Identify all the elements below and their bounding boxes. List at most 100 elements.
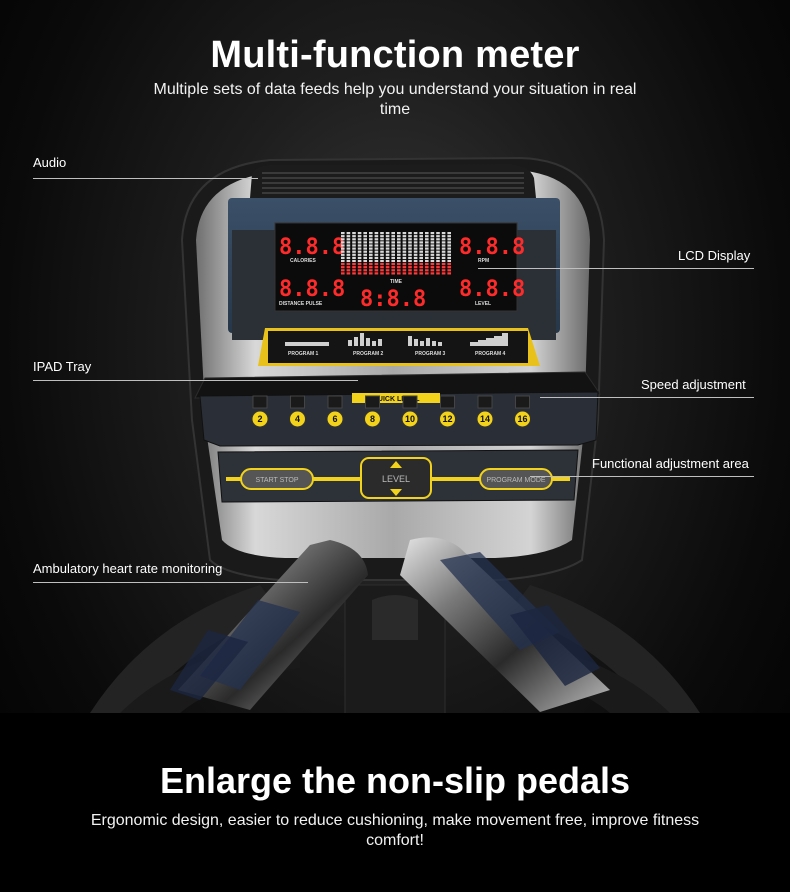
- matrix-dot: [402, 256, 407, 259]
- matrix-dot: [441, 232, 446, 235]
- matrix-dot: [346, 241, 351, 244]
- matrix-dot: [391, 250, 395, 253]
- start-stop-button[interactable]: START STOP: [240, 468, 314, 490]
- callout-lcd-display: LCD Display: [678, 248, 751, 263]
- matrix-dot: [425, 259, 429, 263]
- program-mode-label: PROGRAM MODE: [486, 477, 545, 484]
- matrix-dot: [419, 269, 423, 272]
- callout-heart-line: [33, 582, 308, 583]
- matrix-dot: [374, 263, 379, 266]
- callout-audio-line: [33, 178, 258, 179]
- matrix-dot: [419, 247, 423, 250]
- rpm-readout: 8.8.8: [459, 235, 525, 260]
- matrix-dot: [425, 272, 429, 275]
- quick-level-number: 6: [332, 414, 337, 424]
- matrix-dot: [425, 247, 429, 250]
- speaker-grille: [262, 172, 524, 194]
- level-readout: 8.8.8: [459, 277, 525, 302]
- matrix-dot: [413, 259, 418, 263]
- quick-level-button-10[interactable]: 10: [401, 395, 419, 428]
- distance-readout: 8.8.8: [279, 277, 345, 302]
- matrix-dot: [413, 232, 418, 235]
- matrix-dot: [397, 235, 401, 238]
- matrix-dot: [430, 232, 435, 235]
- matrix-dot: [369, 269, 373, 272]
- matrix-dot: [380, 256, 384, 259]
- quick-level-number: 8: [370, 414, 375, 424]
- quick-level-button-16[interactable]: 16: [514, 395, 531, 428]
- matrix-dot: [352, 256, 356, 259]
- matrix-dot: [341, 259, 345, 263]
- matrix-dot: [413, 235, 418, 238]
- quick-level-number: 10: [405, 414, 415, 424]
- matrix-dot: [419, 259, 423, 263]
- console-illustration: 8.8.8 CALORIES 8.8.8 RPM 8.8.8 DISTANCE …: [90, 156, 700, 713]
- matrix-dot: [380, 244, 384, 247]
- quick-level-button-8[interactable]: 8: [364, 395, 381, 428]
- matrix-dot: [413, 256, 418, 259]
- matrix-dot: [357, 250, 362, 253]
- matrix-dot: [397, 256, 401, 259]
- matrix-dot: [419, 263, 423, 266]
- matrix-dot: [380, 238, 384, 241]
- matrix-dot: [397, 238, 401, 241]
- quick-level-button-4[interactable]: 4: [289, 395, 306, 428]
- matrix-dot: [413, 241, 418, 244]
- matrix-dot: [363, 259, 367, 263]
- matrix-dot: [357, 259, 362, 263]
- time-label: TIME: [390, 279, 403, 285]
- matrix-dot: [363, 256, 367, 259]
- matrix-dot: [413, 266, 418, 269]
- matrix-dot: [436, 266, 440, 269]
- matrix-dot: [391, 247, 395, 250]
- matrix-dot: [341, 272, 345, 275]
- matrix-dot: [357, 253, 362, 256]
- matrix-dot: [413, 244, 418, 247]
- quick-level-button-6[interactable]: 6: [326, 395, 344, 428]
- matrix-dot: [341, 232, 345, 235]
- matrix-dot: [385, 256, 390, 259]
- matrix-dot: [341, 266, 345, 269]
- matrix-dot: [369, 250, 373, 253]
- matrix-dot: [408, 247, 412, 250]
- time-readout: 8:8.8: [360, 287, 426, 312]
- matrix-dot: [357, 263, 362, 266]
- matrix-dot: [436, 263, 440, 266]
- matrix-dot: [380, 259, 384, 263]
- matrix-dot: [419, 235, 423, 238]
- matrix-dot: [363, 244, 367, 247]
- matrix-dot: [447, 244, 451, 247]
- matrix-dot: [408, 256, 412, 259]
- quick-level-button-12[interactable]: 12: [439, 395, 456, 428]
- level-down-icon[interactable]: [390, 489, 402, 496]
- matrix-dot: [419, 256, 423, 259]
- right-heart-rate-grip: [400, 537, 610, 712]
- matrix-dot: [425, 266, 429, 269]
- matrix-dot: [447, 269, 451, 272]
- matrix-dot: [402, 247, 407, 250]
- matrix-dot: [385, 269, 390, 272]
- level-control[interactable]: LEVEL: [360, 457, 432, 499]
- quick-level-button-14[interactable]: 14: [476, 395, 494, 428]
- quick-level-button-2[interactable]: 2: [251, 395, 269, 428]
- footer-title: Enlarge the non-slip pedals: [159, 760, 631, 801]
- matrix-dot: [341, 241, 345, 244]
- matrix-dot: [391, 253, 395, 256]
- matrix-dot: [385, 232, 390, 235]
- matrix-dot: [419, 253, 423, 256]
- matrix-dot: [430, 263, 435, 266]
- matrix-dot: [447, 272, 451, 275]
- matrix-dot: [441, 238, 446, 241]
- program-mode-button[interactable]: PROGRAM MODE: [479, 468, 553, 490]
- matrix-dot: [397, 259, 401, 263]
- matrix-dot: [363, 241, 367, 244]
- matrix-dot: [419, 272, 423, 275]
- callout-speed-adjustment: Speed adjustment: [641, 377, 746, 392]
- matrix-dot: [447, 241, 451, 244]
- matrix-dot: [441, 272, 446, 275]
- matrix-dot: [447, 238, 451, 241]
- matrix-dot: [447, 235, 451, 238]
- start-stop-label: START STOP: [255, 477, 298, 484]
- level-up-icon[interactable]: [390, 461, 402, 468]
